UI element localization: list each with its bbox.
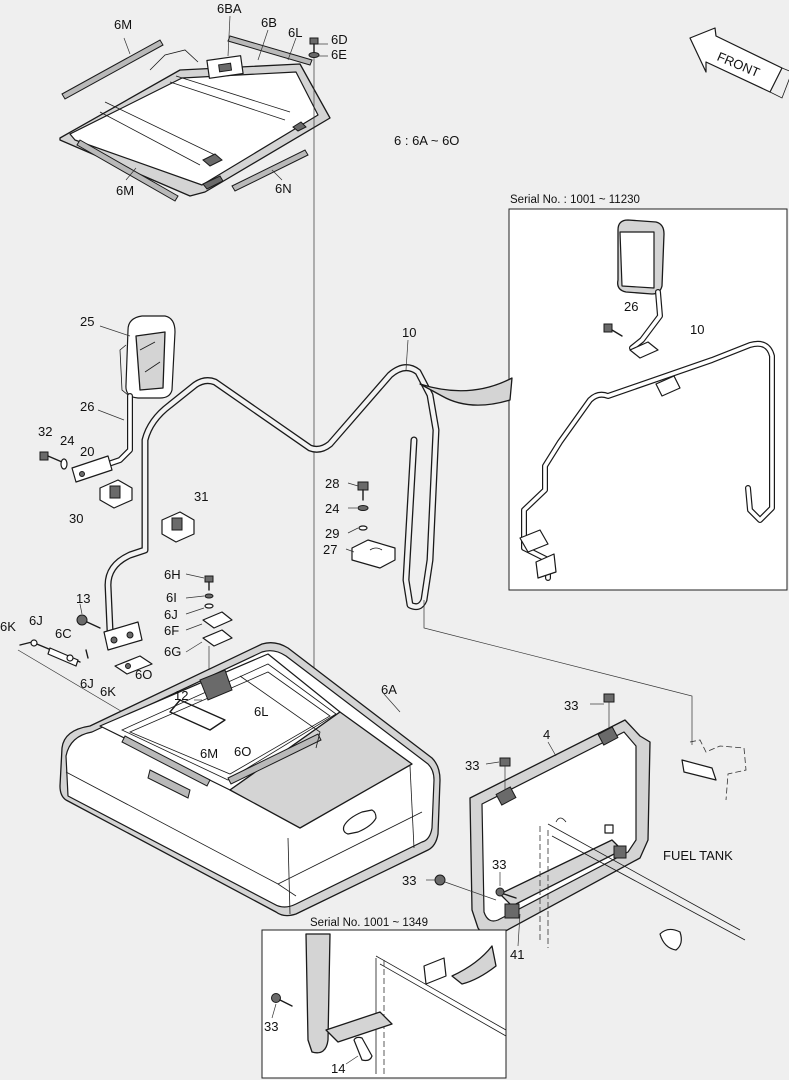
label-33-b: 33 xyxy=(465,758,479,773)
mirror-stay-26 xyxy=(71,393,133,483)
inset-bottom-labels: Serial No. 1001 ~ 1349 33 14 xyxy=(264,917,428,1076)
label-6L-top: 6L xyxy=(288,25,302,40)
label-6G: 6G xyxy=(164,644,181,659)
trim-strips xyxy=(61,35,313,202)
label-6BA: 6BA xyxy=(217,1,242,16)
label-41: 41 xyxy=(510,947,524,962)
washer-24 xyxy=(357,505,369,511)
inset-bottom-title: Serial No. 1001 ~ 1349 xyxy=(310,917,428,929)
label-26: 26 xyxy=(80,399,94,414)
label-leaders xyxy=(79,15,604,1065)
label-28: 28 xyxy=(325,476,339,491)
washer-29 xyxy=(358,525,368,531)
cover-panel-4 xyxy=(469,719,651,937)
label-6D: 6D xyxy=(331,32,348,47)
label-6I: 6I xyxy=(166,590,177,605)
label-27: 27 xyxy=(323,542,337,557)
label-6A: 6A xyxy=(381,682,397,697)
trim-strip-6M-mid xyxy=(76,139,179,202)
label-6N: 6N xyxy=(275,181,292,196)
trim-strip-6M-top xyxy=(61,39,164,100)
inset-top-frame xyxy=(419,208,788,591)
label-25: 25 xyxy=(80,314,94,329)
label-13: 13 xyxy=(76,591,90,606)
label-6M-seat: 6M xyxy=(200,746,218,761)
plate-6F xyxy=(202,611,233,629)
plate-6G xyxy=(202,629,233,647)
label-10: 10 xyxy=(402,325,416,340)
label-6E: 6E xyxy=(331,47,347,62)
fuel-tank-outline xyxy=(539,739,747,951)
plate-6O-left xyxy=(114,655,153,675)
label-6J-mid: 6J xyxy=(164,607,178,622)
label-32: 32 xyxy=(38,424,52,439)
label-30: 30 xyxy=(69,511,83,526)
bolt-6H xyxy=(204,575,214,609)
label-12: 12 xyxy=(174,688,188,703)
trim-strip-6N xyxy=(231,149,309,192)
bolt-33-a xyxy=(603,693,615,728)
label-6M-top: 6M xyxy=(114,17,132,32)
label-6J-left: 6J xyxy=(29,613,43,628)
label-6M-mid: 6M xyxy=(116,183,134,198)
mirror-25 xyxy=(119,315,176,399)
front-arrow-icon xyxy=(689,27,789,99)
leader-rail-to-tank xyxy=(423,600,693,745)
label-6J-low: 6J xyxy=(80,676,94,691)
inset-bottom-label-14: 14 xyxy=(331,1061,345,1076)
seat-base-6A xyxy=(59,642,441,917)
bolt-28 xyxy=(357,481,369,501)
bolt-32 xyxy=(39,451,68,470)
note-range: 6 : 6A ~ 6O xyxy=(394,133,459,148)
screw-13 xyxy=(76,614,101,629)
label-6K-left: 6K xyxy=(0,619,16,634)
label-6K-low: 6K xyxy=(100,684,116,699)
inset-top-label-26: 26 xyxy=(624,299,638,314)
inset-top-labels: Serial No. : 1001 ~ 11230 26 10 xyxy=(510,194,704,337)
seat-latch xyxy=(147,769,191,799)
bracket-31 xyxy=(161,511,195,543)
label-20: 20 xyxy=(80,444,94,459)
label-24-left: 24 xyxy=(60,433,74,448)
handrail-pipe-10 xyxy=(103,364,440,651)
label-33-a: 33 xyxy=(564,698,578,713)
label-33-d: 33 xyxy=(492,857,506,872)
label-33-c: 33 xyxy=(402,873,416,888)
label-6B: 6B xyxy=(261,15,277,30)
bolt-33-b xyxy=(499,757,511,790)
inset-top-title: Serial No. : 1001 ~ 11230 xyxy=(510,194,640,206)
inset-bottom-frame xyxy=(261,929,507,1079)
bolt-6D xyxy=(308,37,320,58)
label-4: 4 xyxy=(543,727,550,742)
label-6O-left: 6O xyxy=(135,667,152,682)
handle-recess xyxy=(342,809,377,835)
clamp-27 xyxy=(351,539,396,569)
fuel-tank-label: FUEL TANK xyxy=(663,848,733,863)
label-29: 29 xyxy=(325,526,339,541)
label-6O-seat: 6O xyxy=(234,744,251,759)
label-6H: 6H xyxy=(164,567,181,582)
label-6C: 6C xyxy=(55,626,72,641)
seat-back-cushion xyxy=(59,49,331,197)
bracket-30 xyxy=(99,479,133,509)
label-6L-seat: 6L xyxy=(254,704,268,719)
label-6F: 6F xyxy=(164,623,179,638)
label-31: 31 xyxy=(194,489,208,504)
inset-top-label-10: 10 xyxy=(690,322,704,337)
bolt-33-d xyxy=(495,887,517,899)
bolt-33-c xyxy=(434,874,497,901)
part-labels: 6M 6BA 6B 6L 6D 6E 6M 6N 6 : 6A ~ 6O FRO… xyxy=(0,1,762,962)
inset-bottom-label-33: 33 xyxy=(264,1019,278,1034)
link-rod-6C xyxy=(19,639,89,667)
label-24-right: 24 xyxy=(325,501,339,516)
